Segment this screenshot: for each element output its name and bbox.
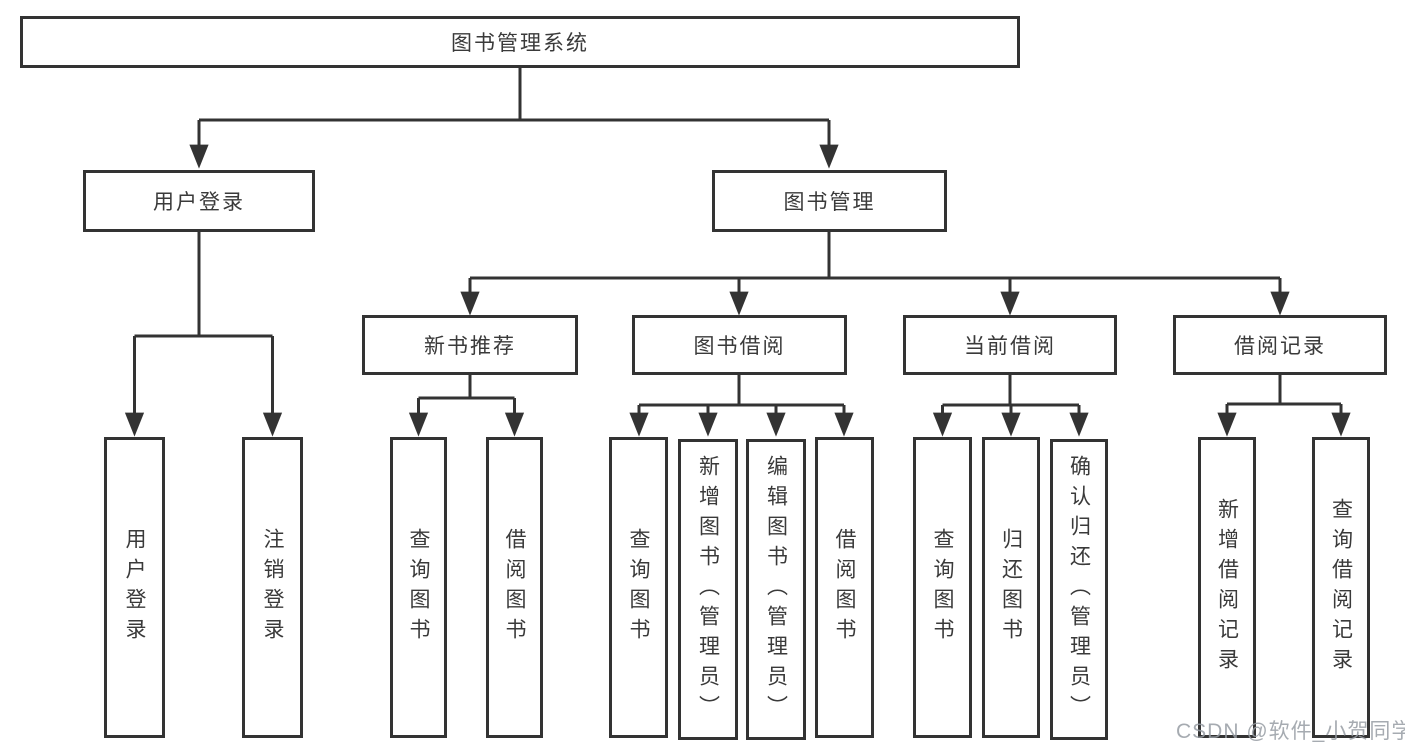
connector-book-management-trunk (470, 232, 1280, 280)
leaf-bb-query-books-label: 查询图书 (627, 527, 650, 648)
leaf-cb-return-books: 归还图书 (982, 437, 1040, 738)
leaf-bb-borrow-books: 借阅图书 (815, 437, 874, 738)
leaf-bb-edit-books-admin-label: 编辑图书（管理员） (764, 454, 788, 725)
node-new-book-recommend: 新书推荐 (362, 315, 578, 375)
node-system-root-label: 图书管理系统 (451, 32, 589, 55)
node-book-borrow: 图书借阅 (632, 315, 847, 375)
node-user-login-label: 用户登录 (153, 191, 245, 214)
node-current-borrow-label: 当前借阅 (964, 335, 1056, 358)
leaf-user-login: 用户登录 (104, 437, 165, 738)
leaf-cb-confirm-return-admin: 确认归还（管理员） (1050, 439, 1108, 740)
connector-borrow-records-trunk (1227, 375, 1341, 406)
leaf-br-query-record-label: 查询借阅记录 (1329, 497, 1353, 678)
node-borrow-records-label: 借阅记录 (1234, 335, 1326, 358)
node-book-management-label: 图书管理 (783, 191, 876, 214)
connector-user-login-trunk (134, 232, 273, 338)
leaf-bb-query-books: 查询图书 (609, 437, 668, 738)
leaf-cb-confirm-return-admin-label: 确认归还（管理员） (1067, 454, 1091, 725)
leaf-br-add-record-label: 新增借阅记录 (1215, 497, 1239, 678)
leaf-logout-label: 注销登录 (261, 527, 284, 648)
leaf-cb-return-books-label: 归还图书 (999, 527, 1023, 648)
leaf-br-add-record: 新增借阅记录 (1198, 437, 1256, 738)
node-new-book-recommend-label: 新书推荐 (424, 335, 516, 358)
leaf-nb-borrow-books-label: 借阅图书 (503, 527, 526, 648)
node-current-borrow: 当前借阅 (903, 315, 1117, 375)
leaf-bb-add-books-admin: 新增图书（管理员） (678, 439, 738, 740)
leaf-logout: 注销登录 (242, 437, 303, 738)
node-user-login: 用户登录 (83, 170, 315, 232)
csdn-watermark: CSDN @软件_小贺同学 (1176, 720, 1405, 743)
leaf-cb-query-books-label: 查询图书 (931, 527, 954, 648)
node-system-root: 图书管理系统 (20, 16, 1020, 68)
leaf-cb-query-books: 查询图书 (913, 437, 972, 738)
leaf-bb-add-books-admin-label: 新增图书（管理员） (696, 454, 720, 725)
node-book-borrow-label: 图书借阅 (693, 335, 786, 358)
leaf-br-query-record: 查询借阅记录 (1312, 437, 1370, 738)
node-borrow-records: 借阅记录 (1173, 315, 1387, 375)
leaf-nb-query-books-label: 查询图书 (407, 527, 430, 648)
leaf-nb-query-books: 查询图书 (390, 437, 447, 738)
leaf-bb-edit-books-admin: 编辑图书（管理员） (746, 439, 806, 740)
node-book-management: 图书管理 (712, 170, 947, 232)
leaf-user-login-label: 用户登录 (123, 527, 146, 648)
connector-root-trunk (199, 68, 829, 122)
connector-current-borrow-trunk (942, 375, 1079, 407)
connector-book-borrow-trunk (639, 375, 844, 407)
connector-new-book-trunk (418, 375, 515, 400)
leaf-nb-borrow-books: 借阅图书 (486, 437, 543, 738)
leaf-bb-borrow-books-label: 借阅图书 (833, 527, 856, 648)
